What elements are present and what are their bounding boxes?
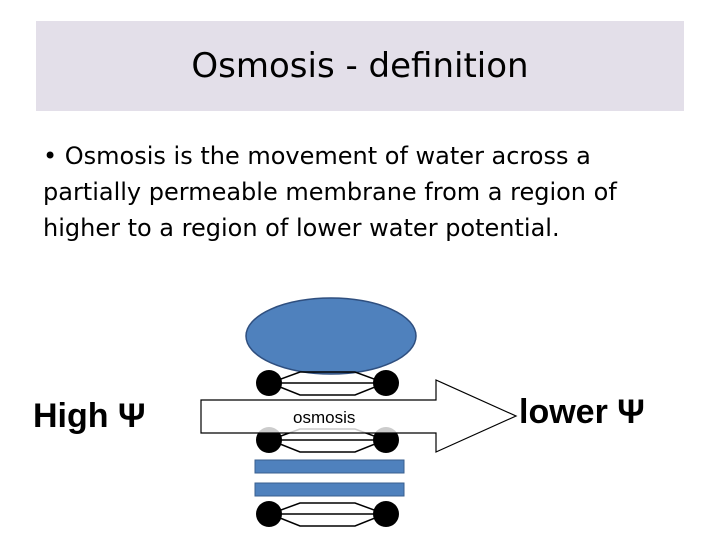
low-potential-label: lower Ψ [519,393,645,431]
membrane-protein [245,297,417,375]
phospholipid-head [373,370,399,396]
osmosis-arrow-label: osmosis [293,408,356,427]
phospholipid-pair-bottom [256,501,399,527]
phospholipid-head [256,501,282,527]
slide-title: Osmosis - definition [191,46,529,86]
membrane-bar [254,459,405,474]
membrane-bar [254,482,405,497]
definition-text: • Osmosis is the movement of water acros… [43,142,617,242]
high-potential-label: High Ψ [33,397,146,435]
phospholipid-head [373,501,399,527]
title-bar: Osmosis - definition [36,21,684,111]
phospholipid-head [256,370,282,396]
osmosis-arrow [200,379,518,453]
phospholipid-pair-top [256,370,399,396]
